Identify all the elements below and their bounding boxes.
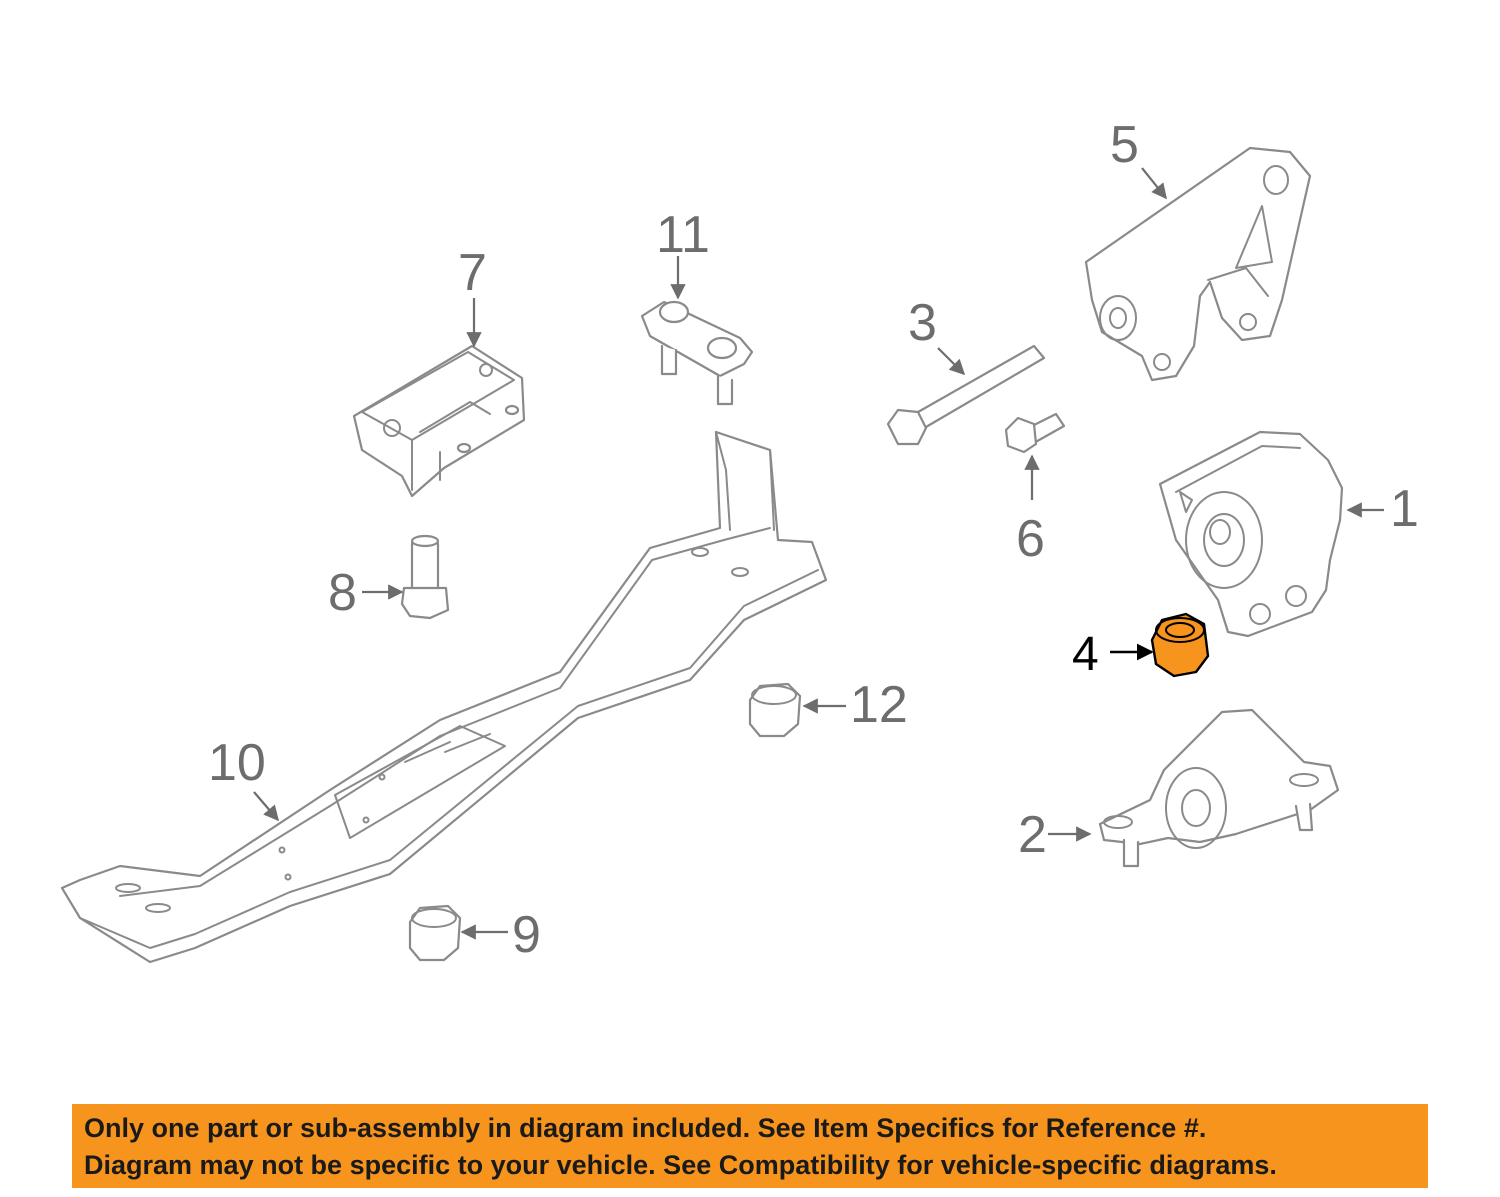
part-4-nut — [1150, 612, 1210, 678]
callout-11: 11 — [656, 206, 710, 264]
part-1-mount — [1158, 430, 1344, 638]
part-2-mount — [1098, 708, 1340, 868]
callout-10: 10 — [208, 734, 266, 792]
parts-diagram: 1 2 3 4 5 6 7 8 9 10 11 12 — [60, 116, 1419, 964]
callout-6: 6 — [1016, 510, 1045, 568]
disclaimer-line-2: Diagram may not be specific to your vehi… — [84, 1150, 1277, 1180]
part-3-bolt — [886, 344, 1046, 446]
leader-3 — [937, 347, 966, 376]
part-12-nut — [748, 682, 802, 738]
callout-7: 7 — [458, 244, 487, 302]
callout-4: 4 — [1072, 628, 1099, 681]
part-6-bolt — [1004, 412, 1066, 454]
disclaimer-banner: Only one part or sub-assembly in diagram… — [72, 1104, 1428, 1188]
part-11-bracket — [640, 300, 754, 406]
disclaimer-line-1: Only one part or sub-assembly in diagram… — [84, 1113, 1207, 1143]
leader-lines — [253, 167, 1384, 940]
callout-9: 9 — [512, 906, 541, 964]
callout-3: 3 — [908, 294, 937, 352]
callout-2: 2 — [1018, 806, 1047, 864]
leader-5 — [1141, 167, 1167, 200]
callout-5: 5 — [1110, 116, 1139, 174]
callout-labels: 1 2 3 4 5 6 7 8 9 10 11 12 — [208, 116, 1419, 964]
part-8-bolt — [400, 534, 450, 620]
callout-8: 8 — [328, 564, 357, 622]
part-5-bracket — [1084, 146, 1312, 382]
part-10-crossmember — [60, 430, 828, 964]
leader-10 — [253, 791, 280, 822]
callout-1: 1 — [1390, 480, 1419, 538]
part-7-mount — [352, 344, 526, 498]
callout-12: 12 — [850, 676, 908, 734]
part-9-nut — [408, 904, 462, 962]
